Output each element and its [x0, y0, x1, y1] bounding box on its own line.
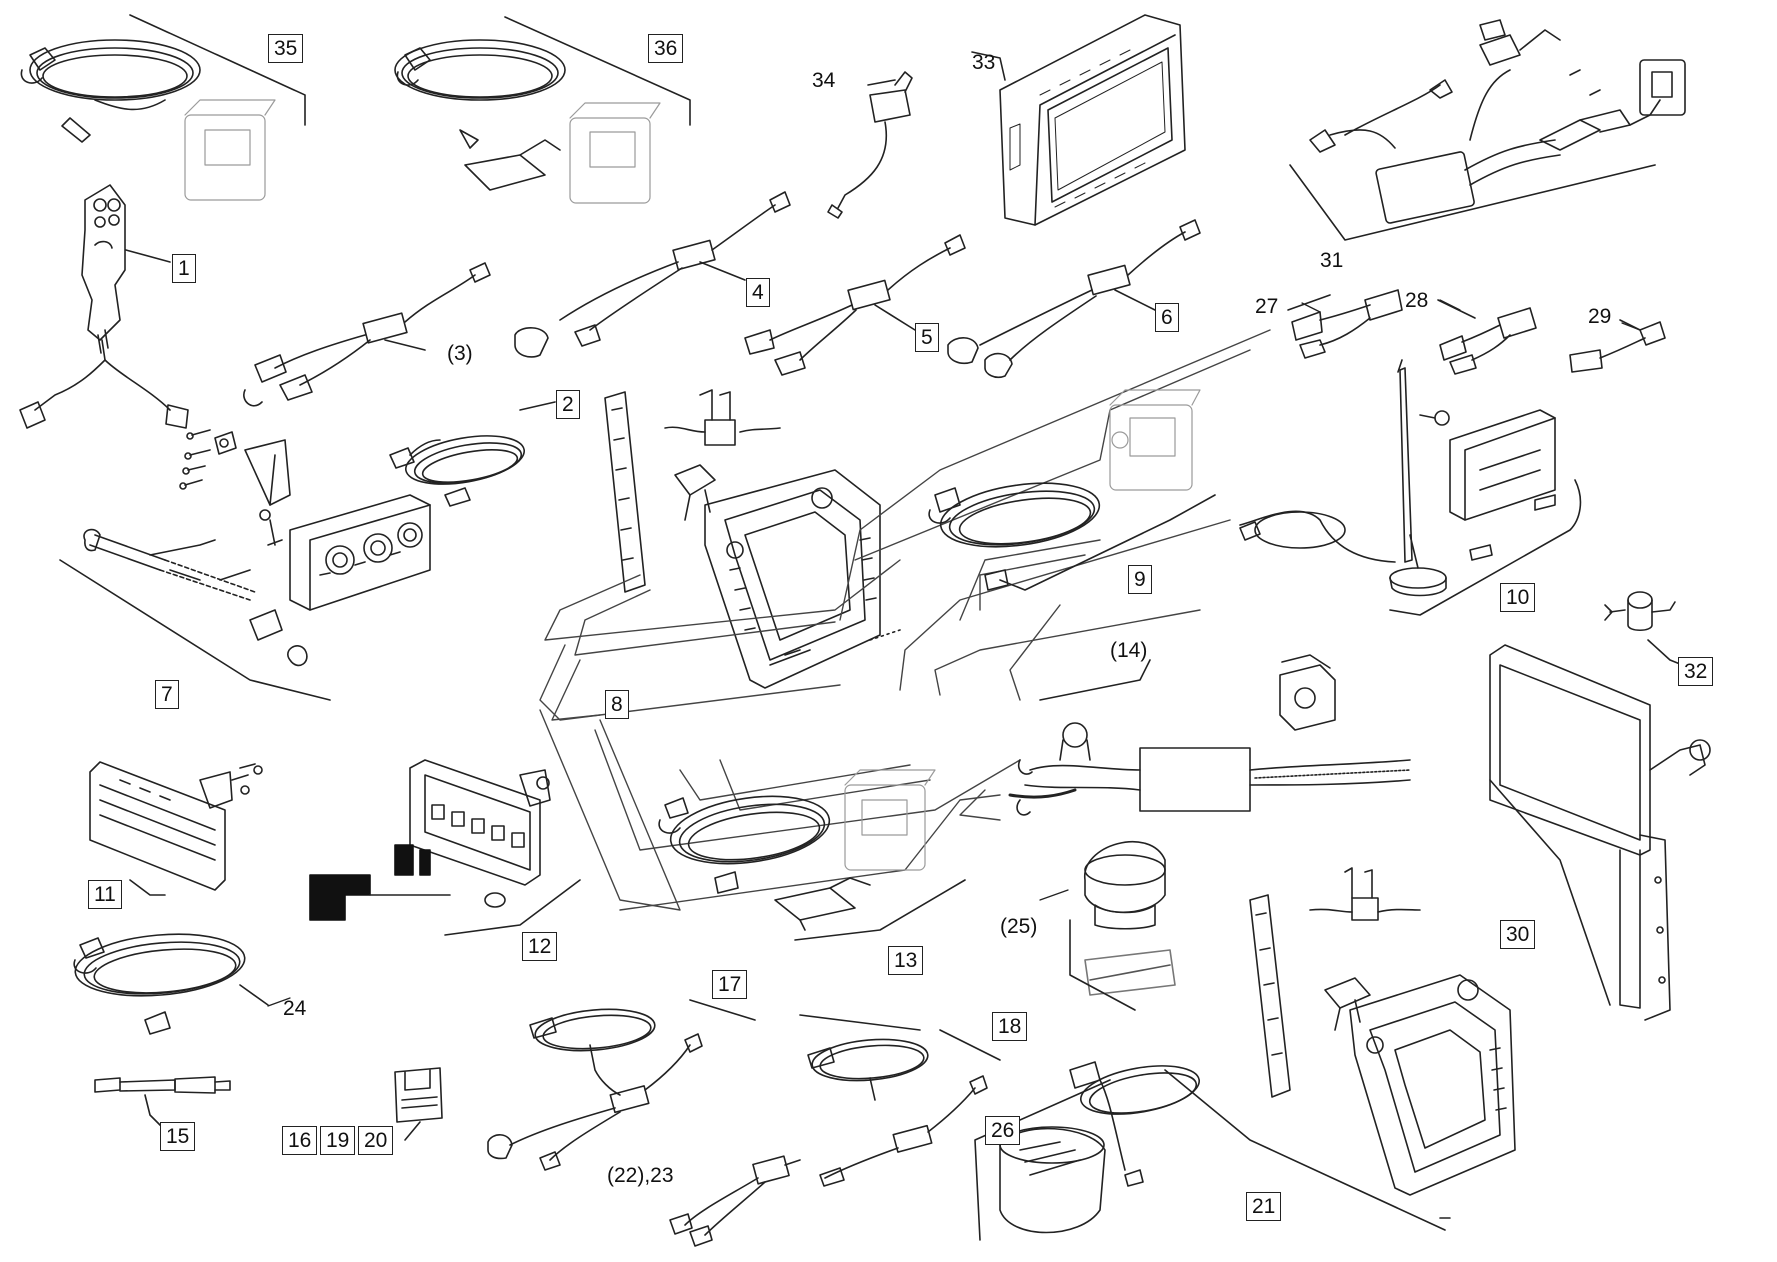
callout-20: 20 — [358, 1126, 394, 1155]
part-9-camera-cable — [928, 389, 1216, 591]
part-33-monitor — [971, 14, 1186, 226]
callout-5: 5 — [915, 323, 939, 352]
part-22-23-adapter — [669, 1155, 801, 1247]
callout-18: 18 — [992, 1012, 1028, 1041]
callout-24: 24 — [283, 997, 307, 1020]
part-28-adapter — [1437, 299, 1537, 375]
callout-35: 35 — [268, 34, 304, 63]
callout-36: 36 — [648, 34, 684, 63]
callout-12: 12 — [522, 932, 558, 961]
part-15-usb-device — [94, 1076, 231, 1129]
small-dots — [869, 629, 1451, 1219]
callout-22-23: (22),23 — [607, 1164, 674, 1187]
callout-25: (25) — [1000, 915, 1038, 938]
callout-30: 30 — [1500, 920, 1536, 949]
part-21-terminal — [1164, 867, 1516, 1231]
callout-29: 29 — [1588, 305, 1612, 328]
callout-34: 34 — [812, 69, 836, 92]
part-11-control-panel — [89, 761, 263, 896]
callout-4: 4 — [746, 278, 770, 307]
callout-6: 6 — [1155, 303, 1179, 332]
callout-31: 31 — [1320, 249, 1344, 272]
part-24-cable — [73, 933, 269, 1035]
callout-21: 21 — [1246, 1192, 1282, 1221]
part-14-harness — [1008, 654, 1411, 816]
part-27-adapter — [1287, 289, 1403, 359]
callout-10: 10 — [1500, 583, 1536, 612]
callout-32: 32 — [1678, 657, 1714, 686]
callout-16: 16 — [282, 1126, 318, 1155]
part-1-joystick — [19, 184, 189, 429]
callout-11: 11 — [88, 880, 122, 909]
callout-26: 26 — [985, 1116, 1021, 1145]
arrow-bands — [539, 329, 1271, 911]
part-26-antenna-dome — [974, 1061, 1201, 1241]
part-35-camera-cable — [20, 14, 306, 201]
part-3-y-cable — [243, 262, 491, 407]
callout-2: 2 — [556, 390, 580, 419]
part-12-switch-panel — [309, 759, 581, 936]
callout-13: 13 — [888, 946, 924, 975]
callout-9: 9 — [1128, 565, 1152, 594]
callout-1: 1 — [172, 254, 196, 283]
part-36-camera-cable-adapter — [394, 16, 691, 204]
part-7-control-panel — [59, 429, 431, 701]
part-32-clamp — [1604, 591, 1696, 671]
part-29-adapter — [1569, 319, 1666, 373]
part-34-sensor-bracket — [827, 71, 913, 219]
leader-lines — [267, 299, 1641, 1007]
callout-28: 28 — [1405, 289, 1429, 312]
part-18-y-cable — [799, 1014, 1001, 1187]
part-10-antenna-module — [1239, 359, 1582, 616]
part-13-camera-cable-adapter — [658, 769, 966, 941]
callout-14: (14) — [1110, 639, 1148, 662]
part-16-19-20-software-disk — [394, 1067, 443, 1141]
callout-19: 19 — [320, 1126, 356, 1155]
part-4-y-cable — [514, 191, 791, 358]
callout-33: 33 — [972, 51, 996, 74]
part-8-terminal — [604, 389, 881, 689]
callout-15: 15 — [160, 1122, 196, 1151]
callout-8: 8 — [605, 690, 629, 719]
part-31-harness-assembly — [1289, 19, 1686, 241]
part-6-y-cable — [947, 219, 1201, 379]
callout-3: (3) — [447, 342, 473, 365]
callout-7: 7 — [155, 680, 179, 709]
callout-17: 17 — [712, 970, 748, 999]
part-2-cable — [389, 401, 556, 507]
part-17-y-cable — [487, 999, 756, 1171]
callout-27: 27 — [1255, 295, 1279, 318]
part-30-tablet-mount — [1489, 644, 1711, 1021]
part-25-dome-antenna — [1069, 840, 1176, 1011]
part-5-y-cable — [744, 234, 966, 376]
